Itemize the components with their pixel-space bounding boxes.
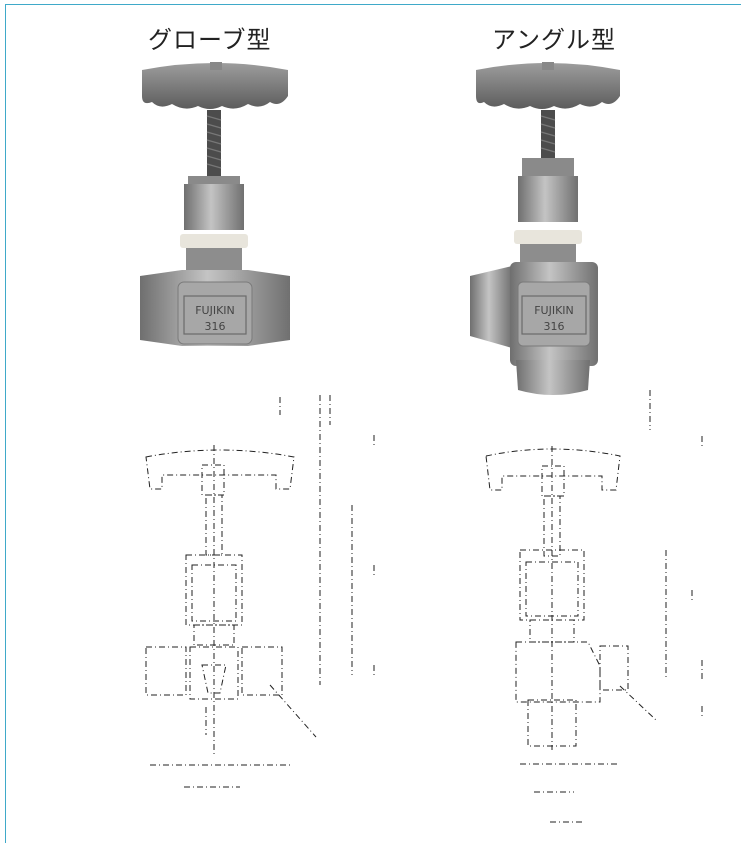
globe-type-title: グローブ型	[148, 26, 272, 54]
angle-body-brand: FUJIKIN	[534, 304, 574, 317]
angle-valve-photo: FUJIKIN 316	[470, 62, 620, 395]
figure-frame	[5, 4, 741, 843]
globe-body-brand: FUJIKIN	[195, 304, 235, 317]
globe-valve-drawing	[145, 395, 375, 788]
globe-valve-photo: FUJIKIN 316	[140, 62, 290, 346]
angle-body-grade: 316	[544, 320, 565, 333]
globe-body-grade: 316	[205, 320, 226, 333]
angle-valve-drawing	[485, 390, 703, 823]
angle-type-title: アングル型	[492, 26, 617, 54]
